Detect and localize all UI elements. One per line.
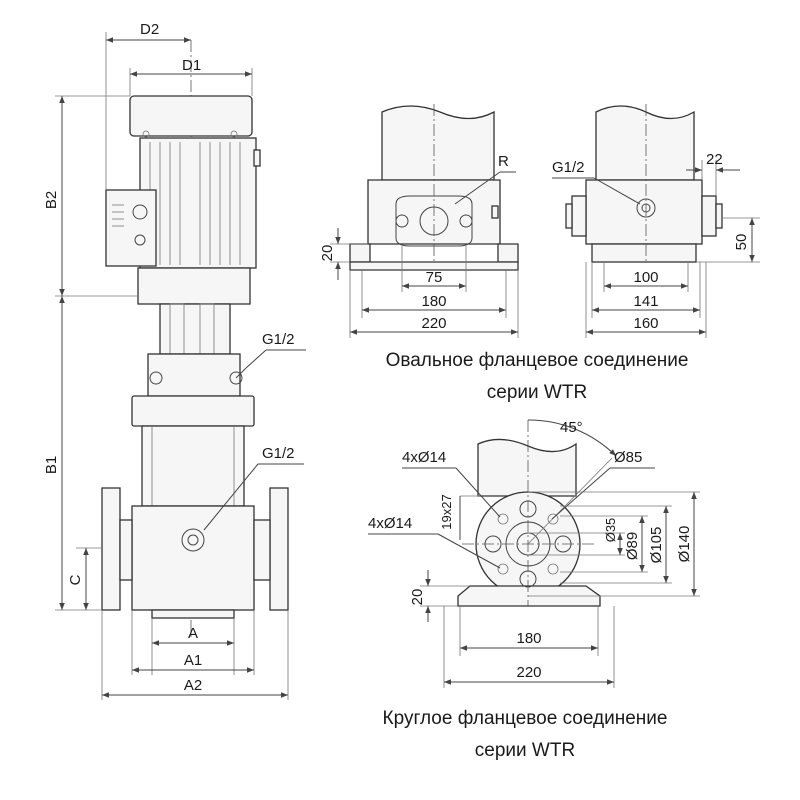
dim-c: C	[67, 574, 84, 585]
dim-oval-180: 180	[421, 293, 446, 310]
oval-flange-side-dims: G1/2 22 50 100 141 160	[552, 151, 760, 338]
dim-side-141: 141	[633, 293, 658, 310]
dim-side-100: 100	[633, 269, 658, 286]
dim-round-180: 180	[516, 630, 541, 647]
dim-g-top: G1/2	[262, 331, 295, 348]
dim-oval-220: 220	[421, 315, 446, 332]
dim-round-d105: Ø105	[648, 527, 665, 564]
dim-a: A	[188, 625, 198, 642]
dim-round-d89: Ø89	[624, 532, 641, 560]
dim-oval-75: 75	[426, 269, 443, 286]
dim-round-d35: Ø35	[603, 518, 618, 543]
dim-round-d85: Ø85	[614, 449, 642, 466]
dim-round-holes-left: 4xØ14	[368, 515, 412, 532]
pump-main-view	[101, 40, 289, 640]
round-flange-dims: 45° 4xØ14 Ø85 19x27 4xØ14 Ø35 Ø89 Ø105 Ø…	[368, 419, 700, 688]
dim-g-mid: G1/2	[262, 445, 295, 462]
oval-flange-front-dims: R 20 75 180 220	[319, 153, 519, 338]
main-dimensions: D2 D1 B2 B1 C A A1 A2 G1/2 G1	[43, 21, 306, 700]
dim-a1: A1	[184, 652, 202, 669]
round-caption-line2: серии WTR	[475, 740, 575, 761]
dim-oval-r: R	[498, 153, 509, 170]
dim-b2: B2	[43, 191, 60, 209]
dim-a2: A2	[184, 677, 202, 694]
dim-round-220: 220	[516, 664, 541, 681]
round-caption-line1: Круглое фланцевое соединение	[383, 708, 668, 729]
oval-flange-front-view	[349, 104, 519, 271]
dim-oval-20: 20	[319, 245, 336, 262]
dim-side-160: 160	[633, 315, 658, 332]
dim-round-holes-top: 4xØ14	[402, 449, 446, 466]
oval-flange-side-view	[565, 104, 723, 263]
dim-round-angle: 45°	[560, 419, 583, 436]
dim-d2: D2	[140, 21, 159, 38]
dim-round-d140: Ø140	[676, 526, 693, 563]
dim-side-50: 50	[733, 234, 750, 251]
dim-side-g: G1/2	[552, 159, 585, 176]
dim-side-22: 22	[706, 151, 723, 168]
dim-round-20: 20	[409, 589, 426, 606]
oval-caption-line2: серии WTR	[487, 382, 587, 403]
dim-round-thread: 19x27	[439, 494, 454, 529]
dim-b1: B1	[43, 456, 60, 474]
round-flange-view	[457, 420, 601, 607]
dim-d1: D1	[182, 57, 201, 74]
oval-caption-line1: Овальное фланцевое соединение	[386, 350, 689, 371]
